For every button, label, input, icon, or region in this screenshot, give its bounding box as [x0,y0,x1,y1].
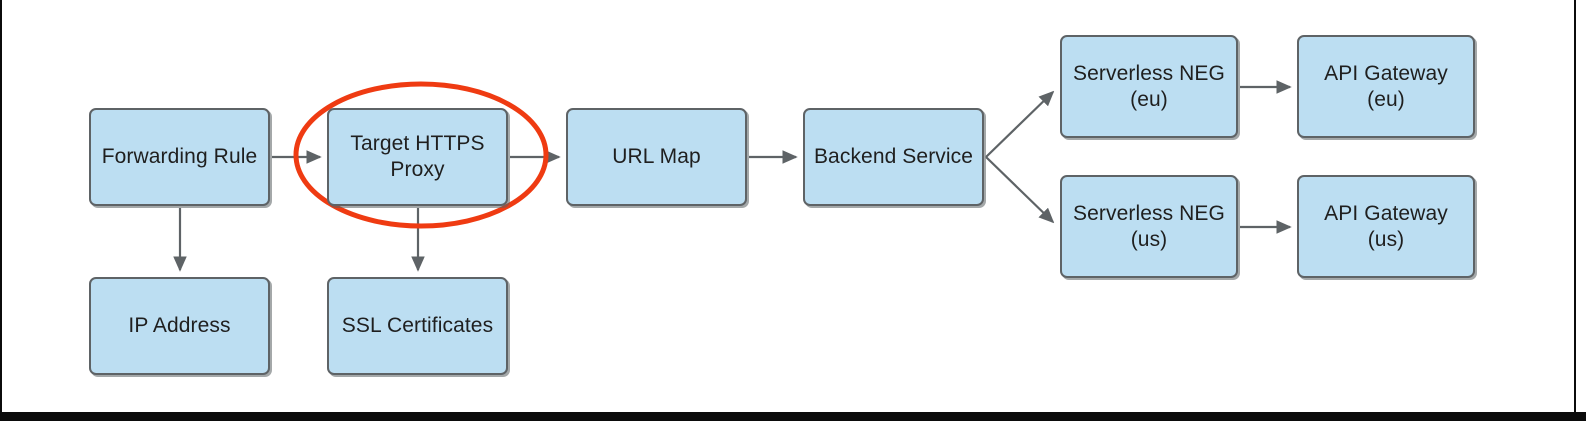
node-api-gateway-eu[interactable]: API Gateway (eu) [1297,35,1475,138]
page-bottom-rule [0,412,1586,421]
node-label: Serverless NEG (eu) [1073,61,1225,111]
page-left-rule [0,0,2,421]
node-serverless-neg-us[interactable]: Serverless NEG (us) [1060,175,1238,278]
edge-backend-service-to-serverless-neg-eu [985,90,1055,158]
node-ssl-certificates[interactable]: SSL Certificates [327,277,508,375]
node-label: API Gateway (us) [1324,201,1448,251]
page-right-rule [1574,0,1576,421]
node-label: SSL Certificates [341,314,494,338]
node-backend-service[interactable]: Backend Service [803,108,984,206]
edge-backend-service-to-serverless-neg-us [985,156,1055,224]
node-url-map[interactable]: URL Map [566,108,747,206]
node-label: Target HTTPS Proxy [350,132,485,181]
node-label: Forwarding Rule [101,145,258,169]
node-forwarding-rule[interactable]: Forwarding Rule [89,108,270,206]
node-label: IP Address [128,314,231,338]
node-label: URL Map [612,145,701,169]
node-serverless-neg-eu[interactable]: Serverless NEG (eu) [1060,35,1238,138]
node-label: API Gateway (eu) [1324,61,1448,111]
highlight-ellipse-annotation [293,81,549,229]
node-label: Serverless NEG (us) [1073,201,1225,251]
node-label: Backend Service [813,145,974,169]
node-target-https-proxy[interactable]: Target HTTPS Proxy [327,108,508,206]
node-api-gateway-us[interactable]: API Gateway (us) [1297,175,1475,278]
node-ip-address[interactable]: IP Address [89,277,270,375]
